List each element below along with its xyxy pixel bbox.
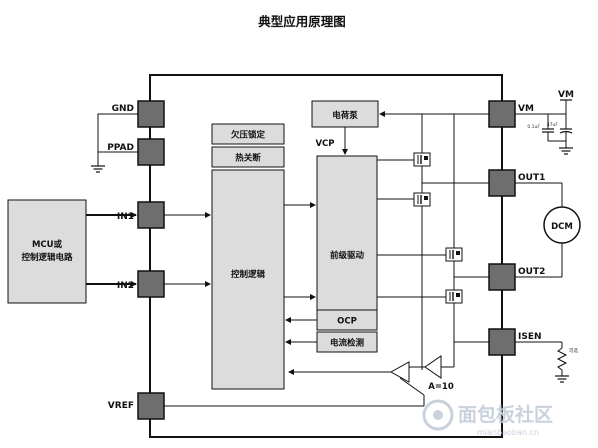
mcu-label-line2: 控制逻辑电路 (21, 252, 73, 263)
thermal-shutdown-block (211, 146, 285, 168)
motor-label: DCM (551, 222, 573, 232)
watermark-text: 面包板社区 (458, 403, 553, 426)
predriver-label: 前级驱动 (330, 250, 365, 261)
amp-gain-label: A=10 (428, 382, 454, 392)
predriver-block (316, 155, 378, 311)
mosfet-low-right (445, 289, 463, 304)
pin-vref (137, 392, 165, 420)
sense-amp-gain (424, 355, 442, 379)
cap2-plate-bottom (559, 130, 573, 134)
diagram-title: 典型应用原理图 (258, 14, 346, 29)
cap2-label: 47uF (547, 122, 559, 128)
pin-label-isen: ISEN (518, 332, 542, 342)
watermark-subtext: mianbaoban.cn (477, 428, 539, 437)
pin-label-gnd: GND (112, 104, 134, 114)
charge-pump-block (311, 100, 379, 128)
ocp-label: OCP (337, 317, 357, 327)
pin-label-in2: IN2 (117, 281, 134, 291)
vref-to-comparator-2 (399, 377, 425, 396)
gnd-ppad-wire (97, 113, 138, 153)
thermal-shutdown-label: 热关断 (235, 153, 261, 164)
mosfet-high-left (413, 152, 431, 167)
mosfet-low-left (413, 192, 431, 207)
control-logic-block (211, 169, 285, 390)
vcp-label: VCP (315, 139, 334, 149)
mcu-label-line1: MCU或 (32, 239, 63, 250)
pin-isen (488, 328, 516, 356)
comparator (389, 361, 410, 383)
vm-supply-label: VM (558, 90, 574, 100)
pin-label-out2: OUT2 (518, 267, 545, 277)
sense-resistor-note: 可选 (569, 347, 578, 354)
ground-symbol-isen (555, 375, 569, 383)
uvlo-block (211, 123, 285, 145)
pin-out1 (488, 169, 516, 197)
watermark-logo-icon (422, 399, 454, 431)
watermark: 面包板社区 mianbaoban.cn (422, 399, 553, 437)
control-logic-label: 控制逻辑 (231, 269, 266, 280)
current-detect-label: 电流检测 (330, 338, 365, 349)
pin-label-vref: VREF (108, 401, 134, 411)
pin-gnd (137, 100, 165, 128)
mosfet-high-right (445, 247, 463, 262)
pin-vm (488, 100, 516, 128)
pin-ppad (137, 138, 165, 166)
sense-resistor (556, 347, 568, 371)
mcu-block (7, 199, 87, 304)
cap1-label: 0.1uF (527, 124, 540, 130)
chip-outline (149, 74, 503, 438)
watermark-logo-dot (433, 410, 443, 420)
ground-symbol-vm (559, 147, 573, 155)
pin-out2 (488, 263, 516, 291)
pin-label-vm: VM (518, 104, 534, 114)
pin-in2 (137, 270, 165, 298)
pin-label-in1: IN1 (117, 212, 134, 222)
ground-symbol-left (91, 165, 105, 173)
pin-label-ppad: PPAD (107, 143, 134, 153)
pin-label-out1: OUT1 (518, 173, 545, 183)
pin-in1 (137, 201, 165, 229)
uvlo-label: 欠压锁定 (231, 130, 266, 141)
charge-pump-label: 电荷泵 (332, 110, 358, 121)
